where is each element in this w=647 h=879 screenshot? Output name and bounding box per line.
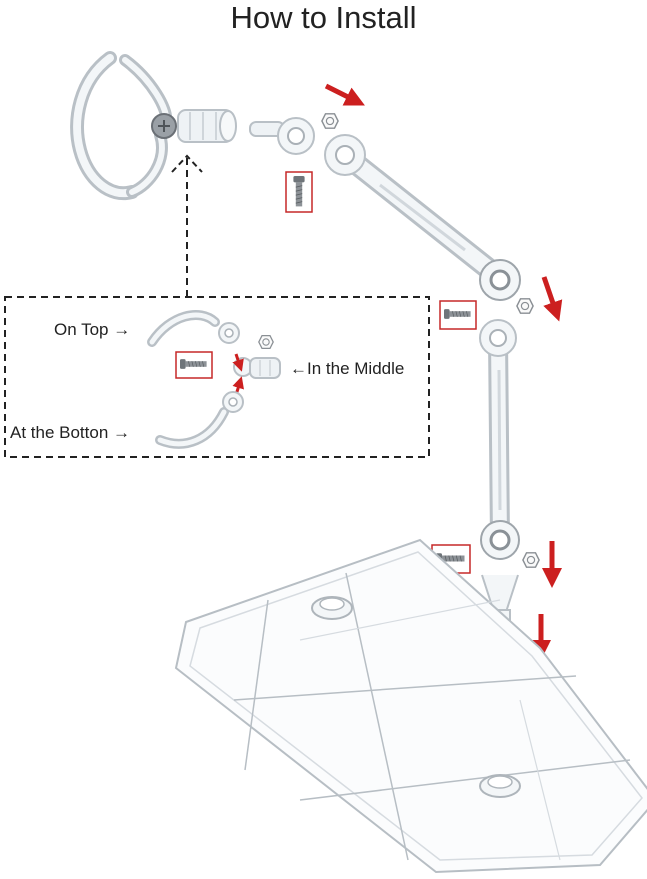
- red-arrow-icon: [232, 353, 244, 372]
- detail-middle-connector: [233, 357, 281, 379]
- detail-callout-box: [4, 154, 430, 458]
- on-top-label: On Top →: [54, 320, 131, 339]
- in-the-middle-label: ←In the Middle: [290, 359, 405, 378]
- hex-nut-icon: [321, 113, 339, 129]
- base-plate: [174, 538, 647, 874]
- screw-icon: [439, 300, 477, 330]
- red-arrow-icon: [324, 83, 365, 106]
- screw-icon: [175, 351, 213, 379]
- at-the-bottom-label: At the Botton →: [10, 423, 131, 442]
- clamp-assembly: [70, 51, 237, 201]
- joint-piece-top: [249, 117, 315, 155]
- lower-arm: [479, 319, 520, 560]
- detail-top-clamp-half: [147, 310, 240, 347]
- detail-bottom-clamp-half: [155, 391, 244, 449]
- red-arrow-icon: [541, 276, 563, 322]
- upper-arm: [324, 134, 521, 301]
- hex-nut-icon: [516, 298, 534, 314]
- dashed-arrow-icon: [171, 154, 203, 173]
- hex-nut-icon: [258, 334, 274, 350]
- page-title: How to Install: [230, 0, 417, 35]
- screw-icon: [285, 171, 313, 213]
- hex-nut-icon: [522, 552, 540, 568]
